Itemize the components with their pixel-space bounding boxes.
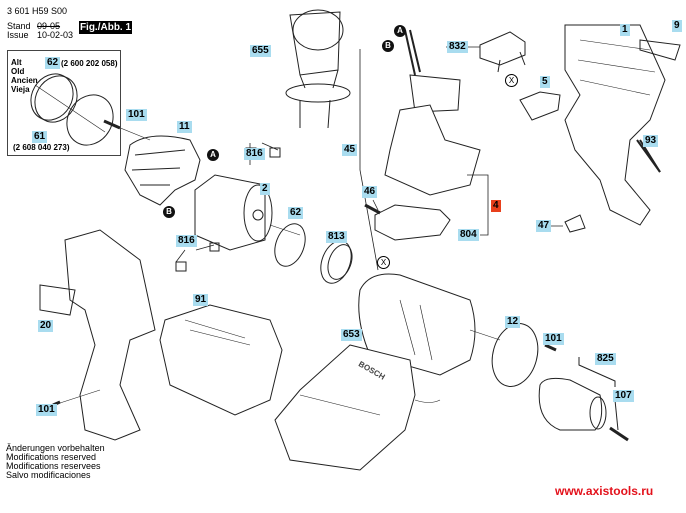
issue-label: Issue [7, 30, 29, 40]
part-no-62-old: (2 600 202 058) [61, 59, 118, 68]
callout-20[interactable]: 20 [38, 320, 54, 332]
part-832-5-covers [479, 31, 561, 121]
callout-101-top[interactable]: 101 [126, 109, 147, 121]
part-655-adapter [285, 9, 351, 129]
footer-line-de: Änderungen vorbehalten [6, 443, 105, 453]
part-1-housing [564, 24, 681, 226]
part-47 [564, 214, 586, 233]
callout-107[interactable]: 107 [613, 390, 634, 402]
callout-101-bottom[interactable]: 101 [36, 404, 57, 416]
part-653-charger [274, 344, 441, 471]
callout-45[interactable]: 45 [342, 144, 358, 156]
callout-12[interactable]: 12 [505, 316, 521, 328]
callout-832[interactable]: 832 [447, 41, 468, 53]
old-label-en: Old [11, 67, 25, 76]
callout-46[interactable]: 46 [362, 186, 378, 198]
part-gearbox [358, 273, 501, 376]
callout-11[interactable]: 11 [177, 121, 192, 133]
figure-label: Fig./Abb. 1 [79, 21, 132, 34]
callout-825[interactable]: 825 [595, 353, 616, 365]
callout-47[interactable]: 47 [536, 220, 552, 232]
marker-a-motor: A [207, 149, 219, 161]
callout-813[interactable]: 813 [326, 231, 347, 243]
footer-notes: Änderungen vorbehalten Modifications res… [6, 444, 105, 480]
part-number: 3 601 H59 S00 [7, 6, 68, 16]
callout-816-bottom[interactable]: 816 [176, 235, 197, 247]
part-12-front-cover [491, 323, 557, 387]
callout-804[interactable]: 804 [458, 229, 479, 241]
callout-4[interactable]: 4 [491, 200, 501, 212]
old-parts-box [7, 50, 121, 156]
old-label-es: Vieja [11, 85, 30, 94]
callout-62[interactable]: 62 [288, 207, 304, 219]
part-no-61-old: (2 608 040 273) [13, 143, 70, 152]
part-91-battery [159, 304, 283, 416]
marker-b-switch: B [382, 40, 394, 52]
callout-9[interactable]: 9 [672, 20, 682, 32]
part-825-chuck [538, 357, 629, 442]
part-11-end-cap [103, 119, 201, 206]
marker-x-gearbox: X [377, 256, 390, 269]
marker-a-switch: A [394, 25, 406, 37]
footer-line-fr: Modifications reservees [6, 461, 101, 471]
marker-x-cover: X [505, 74, 518, 87]
footer-line-es: Salvo modificaciones [6, 470, 91, 480]
callout-93[interactable]: 93 [643, 135, 659, 147]
callout-5[interactable]: 5 [540, 76, 550, 88]
part-62-61-rings [30, 73, 114, 146]
marker-b-motor: B [163, 206, 175, 218]
callout-655[interactable]: 655 [250, 45, 271, 57]
part-45-switch [364, 29, 481, 241]
footer-line-en: Modifications reserved [6, 452, 97, 462]
part-62-813-rings [274, 223, 353, 284]
stand-value: 09-05 [37, 21, 61, 31]
stand-label: Stand [7, 21, 31, 31]
callout-62-old[interactable]: 62 [45, 57, 61, 69]
part-20-handle-housing [39, 229, 156, 441]
callout-101-right[interactable]: 101 [543, 333, 564, 345]
callout-2[interactable]: 2 [260, 183, 270, 195]
old-label-fr: Ancien [11, 76, 38, 85]
callout-816-top[interactable]: 816 [244, 148, 265, 160]
callout-1[interactable]: 1 [620, 24, 630, 36]
callout-61-old[interactable]: 61 [32, 131, 48, 143]
callout-91[interactable]: 91 [193, 294, 209, 306]
watermark-url[interactable]: www.axistools.ru [555, 484, 654, 498]
callout-653[interactable]: 653 [341, 329, 362, 341]
old-label-de: Alt [11, 58, 22, 67]
issue-value: 10-02-03 [37, 30, 74, 40]
